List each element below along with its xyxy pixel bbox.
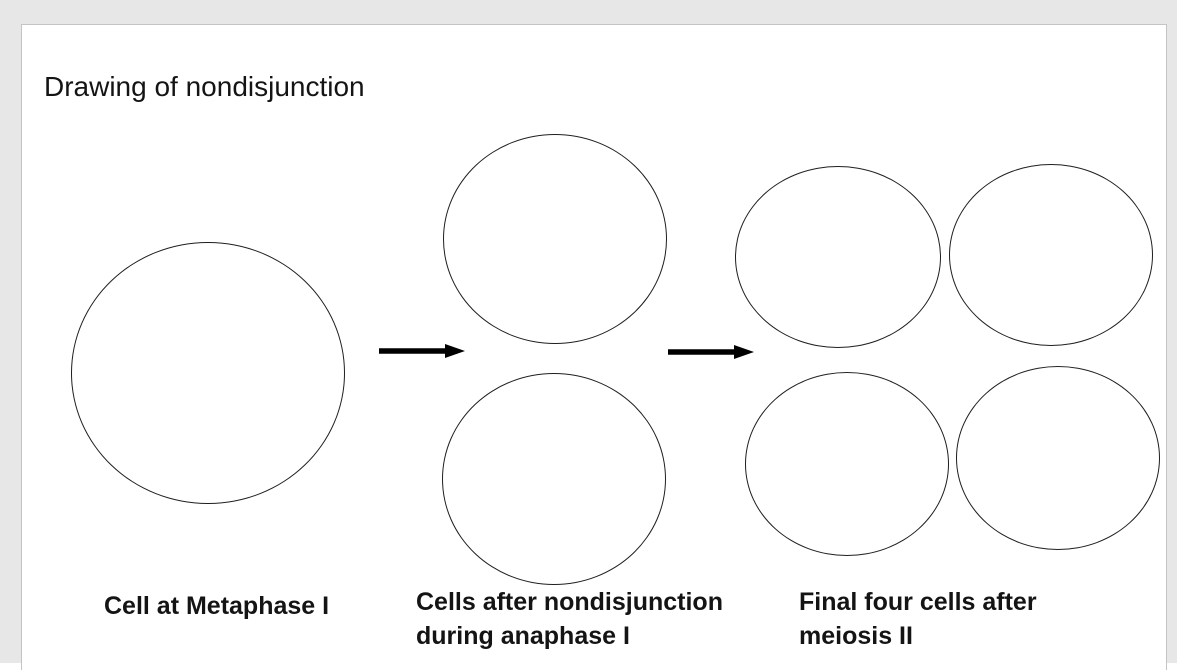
final-cell-top-right-ellipse <box>949 164 1153 346</box>
caption-meiosis-2: Final four cells after meiosis II <box>799 588 1037 650</box>
final-cell-bottom-left-ellipse <box>745 372 949 556</box>
right-arrow-1 <box>379 344 465 358</box>
slide-canvas: Drawing of nondisjunction Cell at Metaph… <box>21 24 1167 670</box>
right-arrow-2 <box>668 345 754 359</box>
final-cell-bottom-right-ellipse <box>956 366 1160 550</box>
anaphase-cell-top-ellipse <box>443 134 667 344</box>
anaphase-cell-bottom-ellipse <box>442 373 666 585</box>
caption-metaphase-1: Cell at Metaphase I <box>104 592 330 620</box>
final-cell-top-left-ellipse <box>735 166 941 348</box>
metaphase-cell-ellipse <box>71 242 345 504</box>
slide-title: Drawing of nondisjunction <box>44 71 365 102</box>
caption-anaphase-1: Cells after nondisjunction during anapha… <box>416 588 723 650</box>
